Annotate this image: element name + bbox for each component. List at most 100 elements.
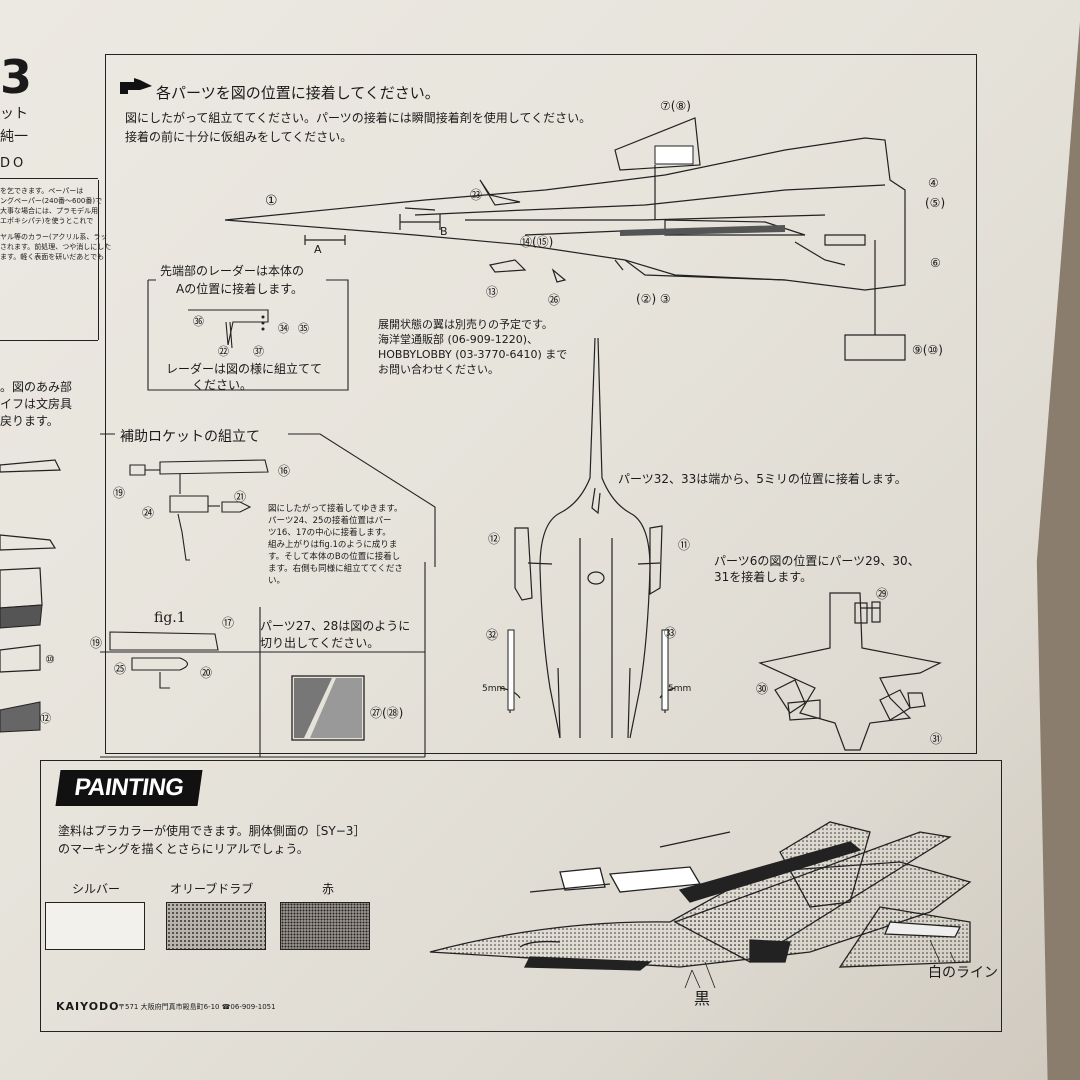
black-label: 黒: [694, 989, 711, 1008]
part6-note: 31を接着します。: [714, 570, 813, 584]
left-note: を乞できます。ペーパーは: [0, 187, 84, 195]
part-label: B: [440, 225, 448, 238]
footer-brand: KAIYODO: [56, 1000, 120, 1013]
part-number: ⑩: [45, 653, 55, 666]
top-view-diagram: [499, 337, 676, 739]
part-label: (②) ③: [636, 292, 671, 306]
silver-swatch: [45, 902, 145, 950]
left-note: ます。軽く表面を研いだあとでも: [0, 253, 105, 261]
rocket-desc: 図にしたがって接着してゆきます。: [268, 504, 403, 514]
part6-note: パーツ6の図の位置にパーツ29、30、: [714, 554, 920, 568]
rocket-desc: ツ16、17の中心に接着します。: [268, 528, 391, 538]
part-label: ⑪: [678, 538, 691, 552]
part-label: ㉚: [756, 682, 769, 696]
divider: [0, 178, 98, 179]
author-name: 純一: [0, 129, 28, 145]
part-label: ㉕: [114, 662, 127, 676]
dimension-label: 5mm: [482, 684, 506, 694]
part-label: ㉒: [218, 345, 229, 358]
left-note: されます。前処理、つや消しにした: [0, 243, 112, 251]
color-label: オリーブドラブ: [170, 882, 254, 896]
radar-note: ください。: [192, 378, 253, 392]
radar-note: レーダーは図の様に組立てて: [166, 362, 323, 376]
part-label: ㉛: [930, 732, 943, 746]
part-number: ⑫: [40, 712, 51, 725]
part-label: ㉞: [278, 322, 289, 335]
part-label: ㊲: [253, 345, 264, 358]
part-label: ⑥: [930, 256, 941, 270]
cut-note: 切り出してください。: [260, 636, 380, 650]
radar-diagram: [147, 279, 349, 391]
kit-subtitle: ット: [0, 106, 28, 122]
left-note: イフは文房具: [0, 397, 73, 411]
kit-number: 3: [0, 50, 33, 104]
painting-panel: [40, 760, 1002, 1032]
assembly-panel: [105, 54, 977, 754]
top-view-note: パーツ32、33は端から、5ミリの位置に接着します。: [618, 472, 907, 486]
divider: [98, 180, 99, 340]
left-note: 大事な場合には、プラモデル用: [0, 207, 98, 215]
left-note: 。図のあみ部: [0, 380, 73, 394]
side-view-diagram: [224, 117, 906, 361]
part-label: ⑰: [222, 616, 235, 630]
part-label: (⑤): [925, 196, 946, 210]
fig1-label: fig.1: [154, 610, 186, 626]
part-label: ⑲: [90, 636, 103, 650]
assembly-title: 各パーツを図の位置に接着してください。: [156, 84, 440, 102]
wings-note: 展開状態の翼は別売りの予定です。: [378, 318, 553, 331]
rocket-desc: パーツ24、25の接着位置はパー: [268, 516, 392, 526]
rocket-desc: す。そして本体のBの位置に接着し: [268, 552, 401, 562]
part-label: ⑲: [113, 486, 126, 500]
part6-diagram: [758, 592, 942, 751]
rocket-desc: い。: [268, 576, 286, 586]
cut-part-diagram: [291, 675, 365, 741]
part-label: ㉗(㉘): [370, 706, 404, 720]
part-label: ⑳: [200, 666, 213, 680]
red-swatch: [280, 902, 370, 950]
brand-text: DO: [0, 156, 27, 171]
painting-heading: PAINTING: [55, 770, 203, 806]
painting-text: 塗料はプラカラーが使用できます。胴体側面の［SY−3］: [58, 824, 366, 838]
wings-note: 海洋堂通販部 (06-909-1220)、: [378, 333, 539, 346]
part-label: ⑯: [278, 464, 291, 478]
dimension-label: 5mm: [668, 684, 692, 694]
color-label: 赤: [322, 882, 335, 896]
wings-note: HOBBYLOBBY (03-3770-6410) まで: [378, 348, 568, 361]
color-label: シルバー: [72, 882, 121, 896]
part-label: A: [314, 243, 322, 256]
assembly-instruction: 図にしたがって組立ててください。パーツの接着には瞬間接着剤を使用してください。: [125, 111, 592, 125]
left-note: エポキシパテ)を使うとこれで: [0, 217, 94, 225]
part-label: ㉝: [664, 626, 677, 640]
left-diagrams: [0, 459, 61, 733]
rocket-title: 補助ロケットの組立て: [120, 429, 260, 445]
pointing-hand-icon: [120, 78, 152, 94]
part-label: ①: [265, 193, 278, 209]
part-label: ㉟: [298, 322, 309, 335]
cut-note: パーツ27、28は図のように: [260, 619, 411, 633]
part-label: ㉙: [876, 587, 889, 601]
part-label: ㉖: [548, 293, 561, 307]
olive-drab-swatch: [166, 902, 266, 950]
divider: [0, 340, 98, 341]
left-note: 戻ります。: [0, 414, 59, 428]
footer-address: 〒571 大阪府門真市殿島町6-10 ☎06-909-1051: [118, 1003, 276, 1011]
part-label: ㉔: [142, 506, 155, 520]
part-label: ⑬: [486, 285, 499, 299]
painting-text: のマーキングを描くとさらにリアルでしょう。: [58, 842, 309, 856]
part-label: ㉓: [470, 188, 483, 202]
part-label: ⑫: [488, 532, 501, 546]
radar-note: 先端部のレーダーは本体の: [160, 264, 305, 278]
white-line-label: 白のライン: [928, 965, 998, 981]
radar-note: Aの位置に接着します。: [176, 282, 304, 296]
part-label: ⑨(⑩): [912, 343, 943, 357]
part-label: ⑭(⑮): [520, 235, 554, 249]
part-label: ⑦(⑧): [660, 99, 691, 113]
rocket-diagram: [100, 433, 436, 758]
left-note: ヤル等のカラー(アクリル系、ラッ: [0, 233, 108, 241]
painted-craft-illustration: [429, 821, 972, 989]
left-note: ングペーパー(240番〜600番)で: [0, 197, 103, 205]
rocket-desc: ます。右側も同様に組立ててくださ: [268, 564, 403, 574]
assembly-instruction: 接着の前に十分に仮組みをしてください。: [125, 130, 353, 144]
part-label: ㉑: [234, 490, 247, 504]
part-label: ㉜: [486, 628, 499, 642]
